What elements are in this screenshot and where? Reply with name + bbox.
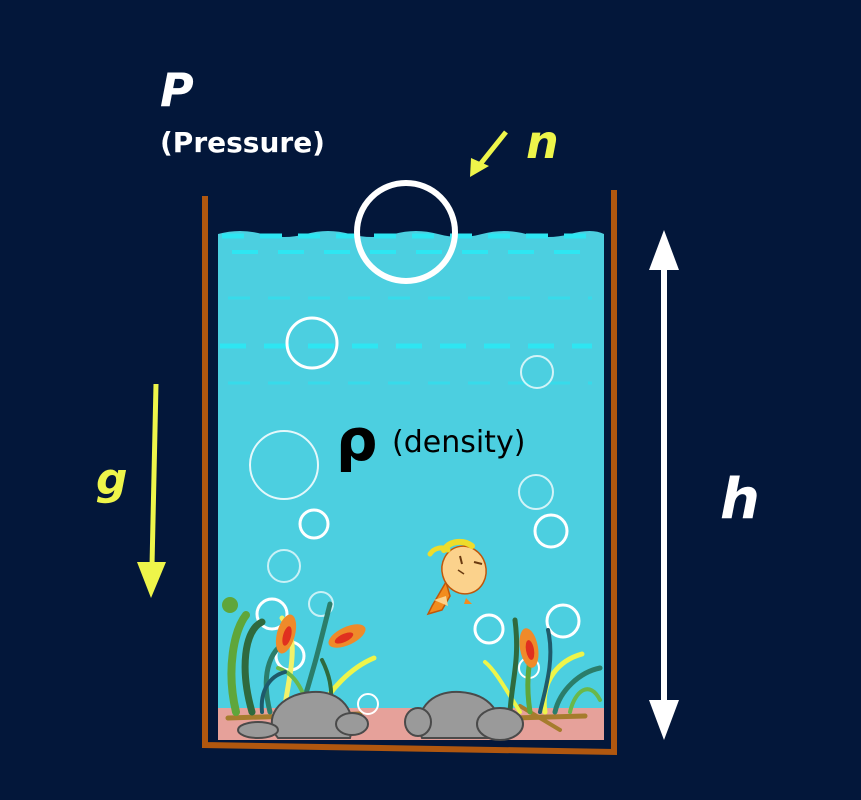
rocks	[237, 690, 524, 741]
plants-right	[483, 617, 603, 715]
normal-symbol: n	[526, 115, 559, 169]
pressure-label: (Pressure)	[160, 126, 325, 159]
rock	[237, 721, 279, 739]
pressure-symbol: P	[160, 63, 194, 117]
bubble	[308, 591, 334, 617]
bubble	[520, 355, 554, 389]
bubble	[545, 603, 581, 639]
gravity-symbol: g	[96, 454, 128, 505]
density-label: (density)	[392, 425, 525, 460]
bubble	[357, 693, 379, 715]
bubble	[473, 613, 505, 645]
rock	[335, 712, 369, 736]
normal-arrow	[470, 130, 508, 177]
bubbles	[249, 316, 581, 715]
water-dash-lines	[220, 233, 600, 385]
bubble	[533, 513, 569, 549]
bubble	[255, 597, 289, 631]
bubble	[285, 316, 339, 370]
height-symbol: h	[720, 467, 760, 532]
bubble	[267, 549, 301, 583]
rock	[404, 707, 432, 737]
bubble	[518, 474, 554, 510]
bubble	[249, 430, 319, 500]
density-symbol: ρ	[336, 406, 378, 474]
water-body	[218, 231, 604, 740]
bubble	[298, 508, 330, 540]
surface-element-circle	[354, 180, 458, 284]
rock	[476, 707, 524, 741]
water-tank	[218, 231, 604, 740]
fish	[426, 538, 487, 616]
container-walls	[202, 190, 617, 756]
height-arrow	[649, 230, 679, 740]
container	[202, 190, 617, 756]
gravity-arrow	[137, 383, 166, 598]
